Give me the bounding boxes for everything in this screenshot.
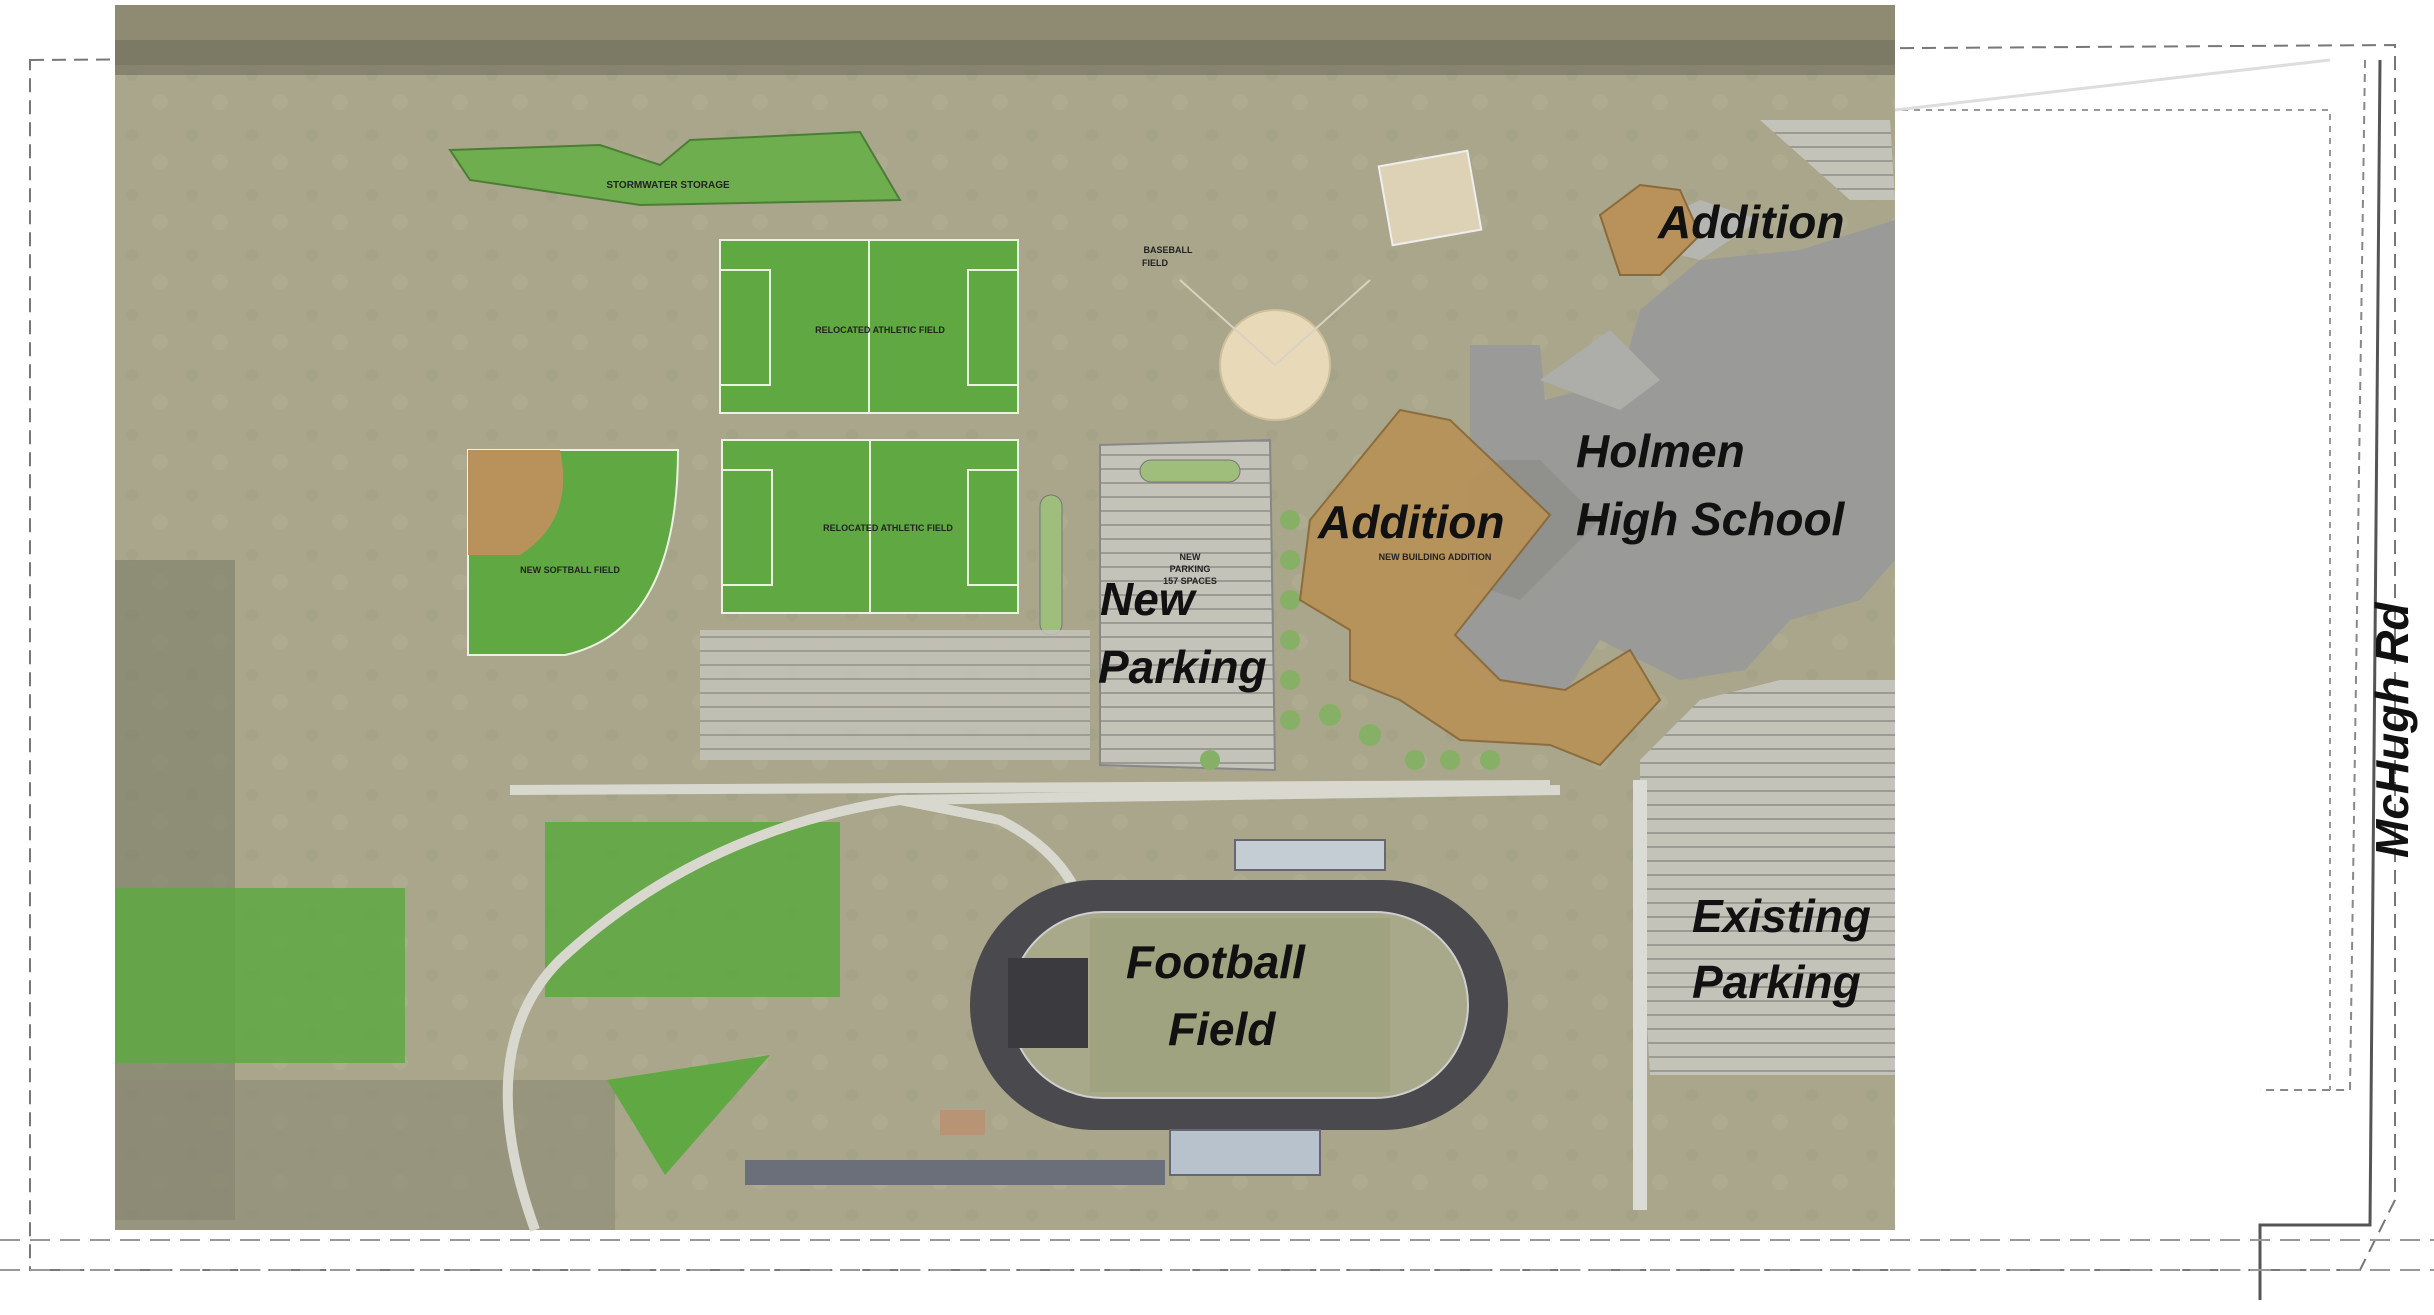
new-parking-small-1: NEW [1180, 552, 1202, 562]
softball-label: NEW SOFTBALL FIELD [520, 565, 620, 575]
new-softball-field: NEW SOFTBALL FIELD [467, 449, 680, 656]
relocated-athletic-field-south: RELOCATED ATHLETIC FIELD [721, 439, 1019, 614]
label-parking-existing: Parking [1692, 956, 1861, 1008]
home-bleachers [1169, 1129, 1321, 1176]
practice-field-center [545, 822, 840, 997]
label-addition-main: Addition [1317, 496, 1505, 548]
label-addition-northeast: Addition [1657, 196, 1845, 248]
label-new: New [1100, 573, 1198, 625]
label-high-school: High School [1576, 493, 1846, 545]
map-labels: Addition Holmen High School Addition New… [1098, 196, 2418, 1055]
label-holmen: Holmen [1576, 425, 1745, 477]
baseball-label-1: BASEBALL [1144, 245, 1194, 255]
label-field: Field [1168, 1003, 1276, 1055]
relocated-field-label-2: RELOCATED ATHLETIC FIELD [823, 523, 953, 533]
relocated-athletic-field-north: RELOCATED ATHLETIC FIELD [719, 239, 1019, 414]
relocated-field-label-1: RELOCATED ATHLETIC FIELD [815, 325, 945, 335]
new-building-addition-label: NEW BUILDING ADDITION [1379, 552, 1492, 562]
softball-practice-wedge [607, 1055, 770, 1175]
property-boundary [0, 43, 2434, 1300]
label-football: Football [1126, 936, 1306, 988]
new-parking-small-3: 157 SPACES [1163, 576, 1217, 586]
label-mchugh-rd: McHugh Rd [2366, 602, 2418, 858]
football-stadium [745, 839, 1508, 1185]
existing-parking-lot [1633, 58, 2331, 1210]
trees [1200, 510, 1500, 770]
new-parking-lot: NEW PARKING 157 SPACES [700, 438, 1277, 772]
northeast-addition [1598, 183, 1702, 276]
visitor-bleachers [1234, 839, 1386, 871]
stormwater-label: STORMWATER STORAGE [606, 180, 730, 191]
label-existing: Existing [1692, 890, 1871, 942]
stormwater-storage-area: STORMWATER STORAGE [448, 130, 902, 207]
football-field-turf [1090, 918, 1390, 1092]
new-building-addition [1298, 408, 1662, 767]
baseball-label-2: FIELD [1142, 258, 1168, 268]
label-parking-new: Parking [1098, 641, 1267, 693]
baseball-field: BASEBALL FIELD [1142, 149, 1483, 421]
new-parking-small-2: PARKING [1170, 564, 1211, 574]
practice-field-west [115, 888, 405, 1063]
